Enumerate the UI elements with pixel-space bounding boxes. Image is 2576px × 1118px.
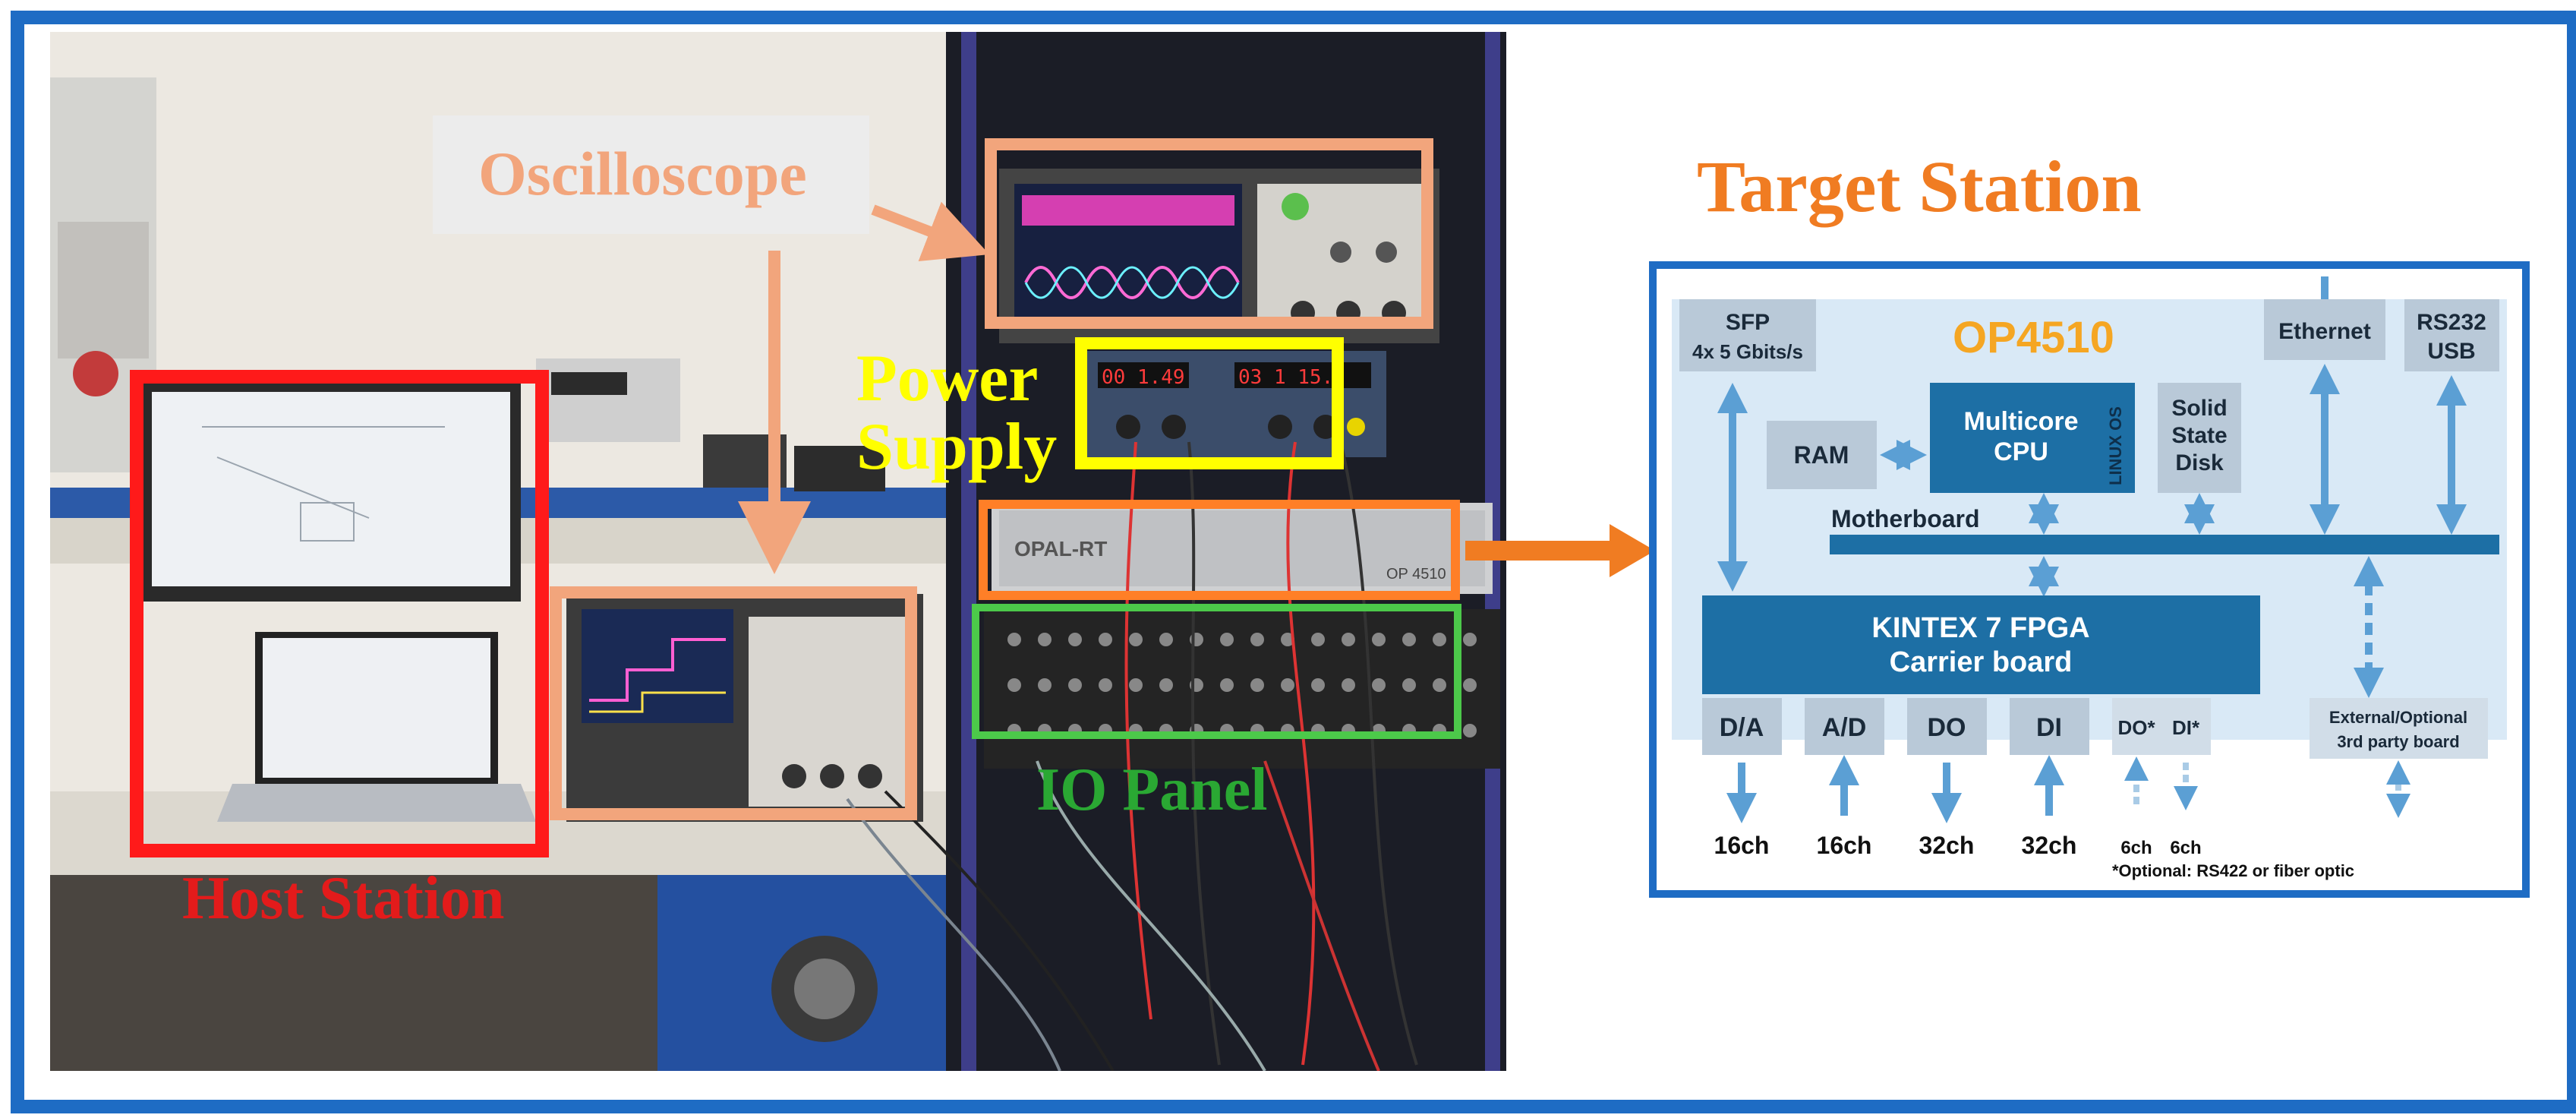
fpga-block (1702, 595, 2260, 694)
io-block-do-opt (2112, 698, 2211, 755)
io-label-do-opt: DO* (2117, 716, 2155, 739)
ch-di: 32ch (2022, 832, 2077, 859)
oscilloscope-label: Oscilloscope (478, 139, 807, 208)
power-supply-box (1075, 337, 1344, 469)
ch-di-opt: 6ch (2170, 838, 2201, 858)
ps-display-right: 03 1 15.2 (1238, 366, 1345, 389)
io-label-do: DO (1928, 713, 1966, 742)
fpga-label-2: Carrier board (1890, 646, 2073, 678)
ram-label: RAM (1794, 441, 1849, 469)
optional-footnote: *Optional: RS422 or fiber optic (2112, 861, 2354, 880)
io-block-ad (1805, 698, 1884, 755)
host-station-label: Host Station (182, 865, 505, 932)
oscilloscope-table-box (550, 586, 917, 820)
io-panel-label: IO Panel (1036, 756, 1268, 823)
io-label-ad: A/D (1822, 713, 1867, 742)
ch-ad: 16ch (1817, 832, 1872, 859)
io-label-di: DI (2036, 713, 2062, 742)
op4510-block-diagram: OP4510 SFP 4x 5 Gbits/s Ethernet RS232 U… (1649, 261, 2530, 898)
host-station-box (130, 370, 549, 857)
ch-da: 16ch (1714, 832, 1770, 859)
usb-label: USB (2427, 339, 2475, 364)
linux-os-label: LINUX OS (2106, 406, 2125, 485)
ethernet-block (2264, 299, 2385, 360)
sfp-label: SFP (1726, 310, 1770, 335)
io-panel-box (972, 604, 1461, 739)
io-block-da (1702, 698, 1782, 755)
fpga-label-1: KINTEX 7 FPGA (1871, 612, 2089, 644)
oscilloscope-rack-box (985, 138, 1433, 329)
op4510-box (979, 500, 1460, 600)
external-label-1: External/Optional (2329, 708, 2467, 727)
ssd-block (2158, 383, 2241, 493)
io-label-di-opt: DI* (2172, 716, 2200, 739)
ethernet-label: Ethernet (2278, 319, 2371, 344)
ssd-label-3: Disk (2175, 450, 2224, 475)
rs232-block (2404, 299, 2499, 371)
rack-model: OP 4510 (1386, 566, 1446, 583)
sfp-block (1679, 299, 1816, 371)
external-label-2: 3rd party board (2337, 732, 2459, 751)
rs232-label: RS232 (2417, 310, 2486, 335)
cpu-block (1930, 383, 2135, 493)
target-station-title: Target Station (1697, 146, 2142, 227)
ch-do-opt: 6ch (2120, 838, 2152, 858)
io-blocks: D/A A/D DO DI DO* DI* (1702, 698, 2211, 755)
power-supply-label-line1: Power (856, 342, 1039, 415)
sfp-speed: 4x 5 Gbits/s (1692, 340, 1803, 363)
figure-frame (11, 11, 2576, 1113)
target-arrow-head (1610, 524, 1655, 577)
op4510-title: OP4510 (1953, 313, 2114, 362)
external-block (2310, 698, 2488, 759)
motherboard-bus (1830, 535, 2499, 554)
cpu-label-1: Multicore (1963, 407, 2078, 436)
oscilloscope-arrow-1 (871, 201, 990, 261)
ssd-label-1: Solid (2171, 396, 2227, 421)
ch-do: 32ch (1919, 832, 1975, 859)
lab-photo: 00 1.49 03 1 15.2 OPAL-RT OP 4510 (50, 32, 1506, 1071)
motherboard-label: Motherboard (1831, 505, 1980, 532)
io-block-di (2010, 698, 2089, 755)
target-arrow-shaft (1465, 541, 1617, 561)
io-label-da: D/A (1720, 713, 1764, 742)
ssd-label-2: State (2171, 423, 2227, 448)
ps-display-left: 00 1.49 (1102, 366, 1185, 389)
power-supply-label-line2: Supply (856, 410, 1058, 484)
ram-block (1767, 421, 1877, 489)
io-block-do (1907, 698, 1987, 755)
oscilloscope-label-box (433, 115, 869, 234)
cpu-label-2: CPU (1994, 437, 2048, 466)
rack-brand: OPAL-RT (1014, 537, 1107, 561)
